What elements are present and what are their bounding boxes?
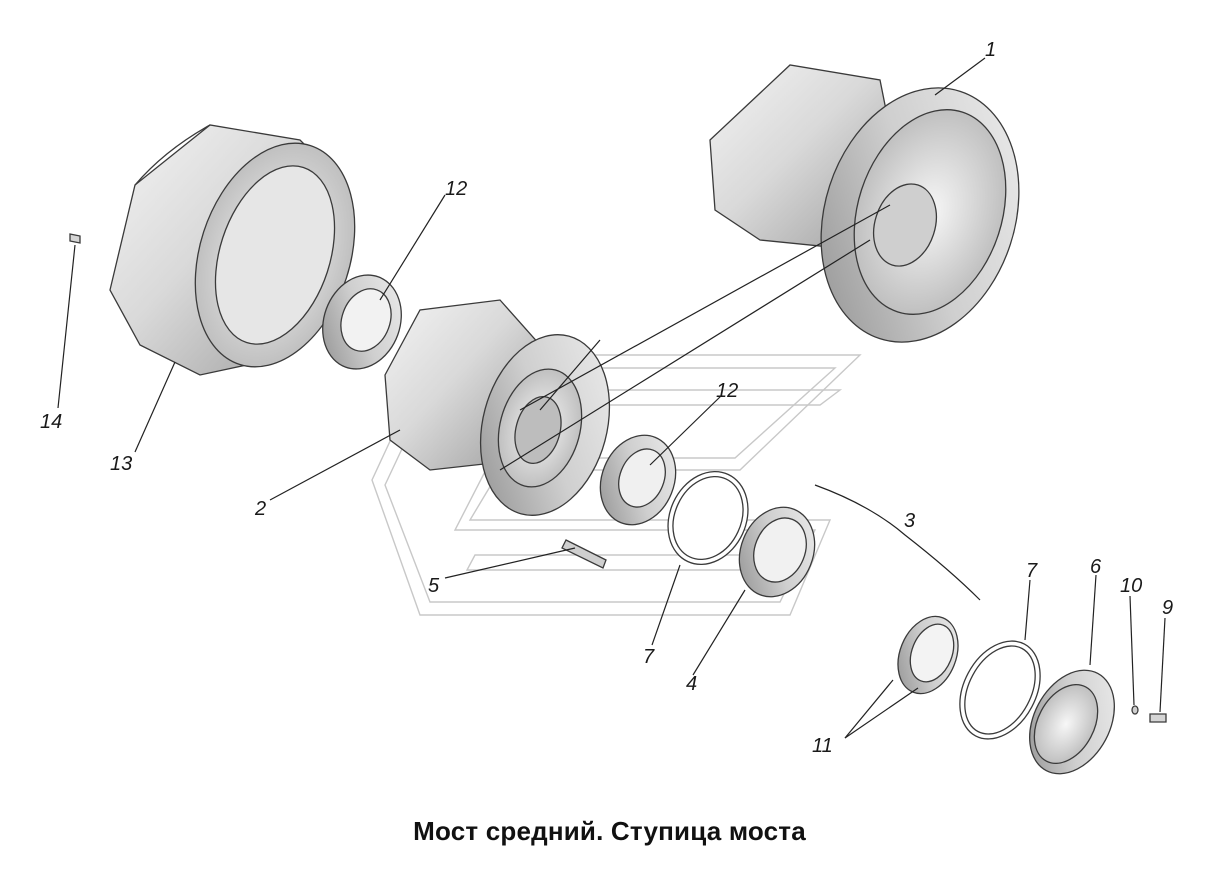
callout-12-lower: 12 [716,380,738,402]
bearing-upper [322,274,402,370]
callout-6: 6 [1090,556,1102,578]
washer [1131,705,1139,715]
callout-1: 1 [985,39,996,61]
callout-4: 4 [686,673,697,695]
brake-drum-left [109,124,356,376]
logo-watermark [371,354,862,616]
gasket-right [959,640,1041,740]
callout-10: 10 [1120,575,1142,597]
callout-3: 3 [904,510,915,532]
callout-labels: 1 2 3 4 5 6 7 7 9 10 11 12 12 13 14 [40,39,1173,757]
gasket-middle [667,470,749,566]
callout-11: 11 [812,735,833,757]
wheel-hub [384,299,611,516]
callout-7-middle: 7 [643,646,655,668]
stud-bolt [561,539,607,569]
callout-9: 9 [1162,597,1173,619]
callout-13: 13 [110,453,132,475]
callout-12-upper: 12 [445,178,467,200]
callout-2: 2 [254,498,266,520]
axle-housing-right [709,64,1020,343]
hub-cap [1029,669,1115,775]
leader-lines [57,57,1166,739]
lock-nuts [897,615,959,695]
diagram-caption: Мост средний. Ступица моста [413,816,806,846]
callout-7-right: 7 [1026,560,1038,582]
assembly-axis-lines [499,204,891,471]
pin [69,233,81,244]
callout-14: 14 [40,411,62,433]
exploded-assembly-diagram: 1 2 3 4 5 6 7 7 9 10 11 12 12 13 14 [40,39,1173,775]
ring-nut [738,506,816,598]
callout-5: 5 [428,575,440,597]
bolt [1149,713,1167,723]
